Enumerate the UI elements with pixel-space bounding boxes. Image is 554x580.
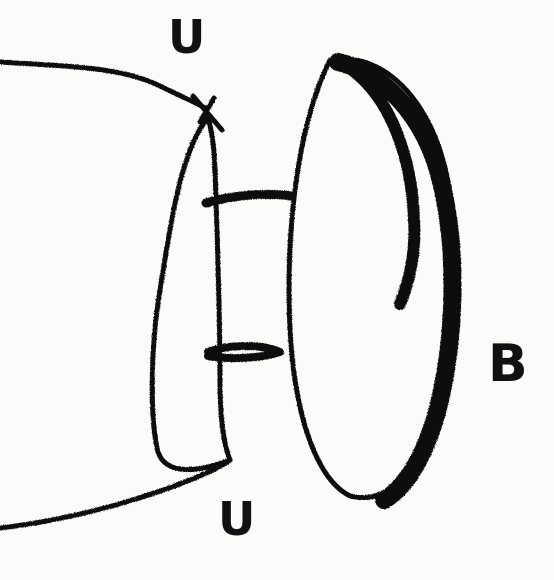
lower-long-line: [0, 457, 233, 531]
right-oval-shading: [329, 53, 462, 509]
upper-connector-bar: [201, 189, 297, 208]
lower-connector-bar: [204, 342, 284, 363]
inner-shading-stroke: [346, 64, 421, 310]
label-b: B: [488, 334, 528, 394]
label-u-top: U: [168, 10, 206, 64]
top-cross-mark: [190, 93, 225, 133]
left-cup-shape: [149, 115, 233, 472]
upper-long-line: [0, 59, 208, 111]
label-u-bottom: U: [218, 492, 256, 546]
